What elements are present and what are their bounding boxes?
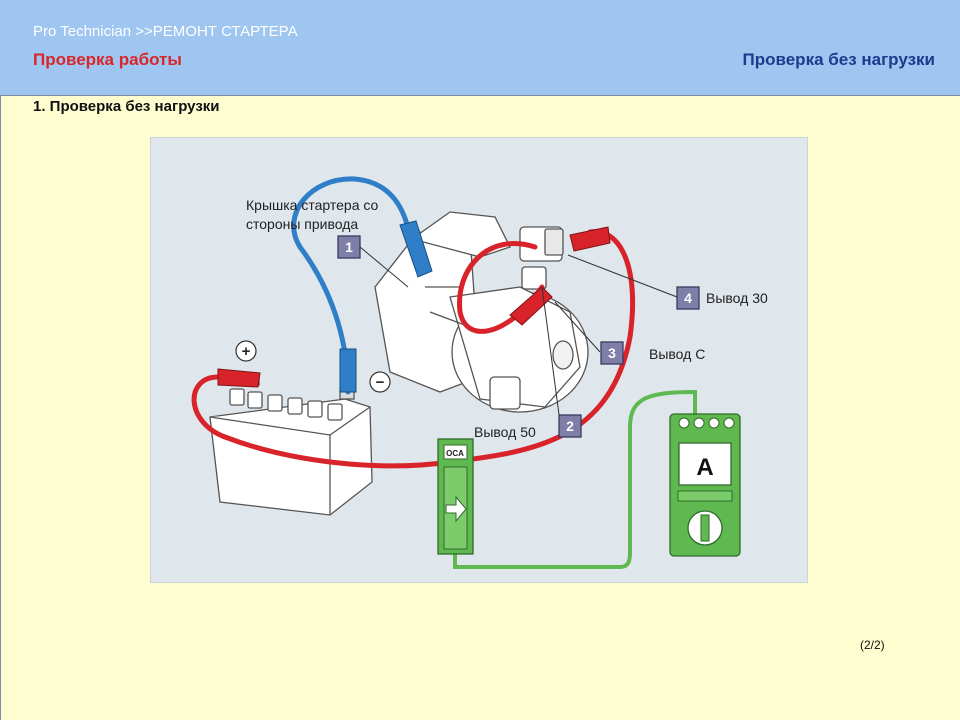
- callout-2: 2 Вывод 50: [474, 414, 582, 440]
- red-clamp-battery: [217, 368, 261, 388]
- starter-motor-illustration: [374, 211, 589, 413]
- svg-text:OCA: OCA: [446, 449, 464, 458]
- svg-text:стороны привода: стороны привода: [246, 216, 358, 232]
- callout-3: 3 Вывод C: [600, 341, 705, 365]
- ammeter: A: [669, 413, 741, 557]
- clamp-meter: OCA: [437, 438, 474, 555]
- svg-text:2: 2: [566, 418, 574, 434]
- page-title: Проверка без нагрузки: [742, 50, 935, 69]
- svg-text:+: +: [242, 343, 251, 360]
- blue-clamp-starter: [399, 220, 433, 278]
- header-bar: Pro Technician >>РЕМОНТ СТАРТЕРА Проверк…: [0, 0, 960, 96]
- section-title: Проверка работы: [33, 50, 182, 69]
- svg-text:−: −: [376, 374, 385, 391]
- blue-clamp-battery: [339, 348, 357, 393]
- blue-ground-wire: [291, 176, 415, 395]
- svg-text:Крышка стартера со: Крышка стартера со: [246, 197, 379, 213]
- starter-test-diagram: + − OCA A Крышка стартера со стороны: [150, 137, 808, 583]
- battery-minus-symbol: −: [369, 371, 391, 393]
- red-clamp-terminal-30: [569, 226, 611, 252]
- svg-text:Вывод 30: Вывод 30: [706, 290, 768, 306]
- battery-plus-symbol: +: [235, 340, 257, 362]
- svg-text:A: A: [696, 454, 713, 481]
- arrow-right-icon: [445, 495, 467, 523]
- svg-text:4: 4: [684, 290, 692, 306]
- svg-text:Вывод C: Вывод C: [649, 346, 705, 362]
- callout-4: 4 Вывод 30: [676, 286, 768, 310]
- breadcrumb[interactable]: Pro Technician >>РЕМОНТ СТАРТЕРА: [33, 23, 298, 40]
- page-indicator: (2/2): [860, 638, 885, 652]
- svg-text:Вывод 50: Вывод 50: [474, 424, 536, 440]
- step-title: 1. Проверка без нагрузки: [33, 98, 220, 115]
- svg-text:1: 1: [345, 239, 353, 255]
- green-meter-wire: [453, 389, 697, 569]
- left-border: [0, 96, 1, 720]
- callout-leader-lines: [359, 246, 678, 423]
- svg-text:3: 3: [608, 345, 616, 361]
- callout-1: Крышка стартера со стороны привода 1: [246, 197, 379, 259]
- red-clamp-terminal-50: [509, 286, 553, 326]
